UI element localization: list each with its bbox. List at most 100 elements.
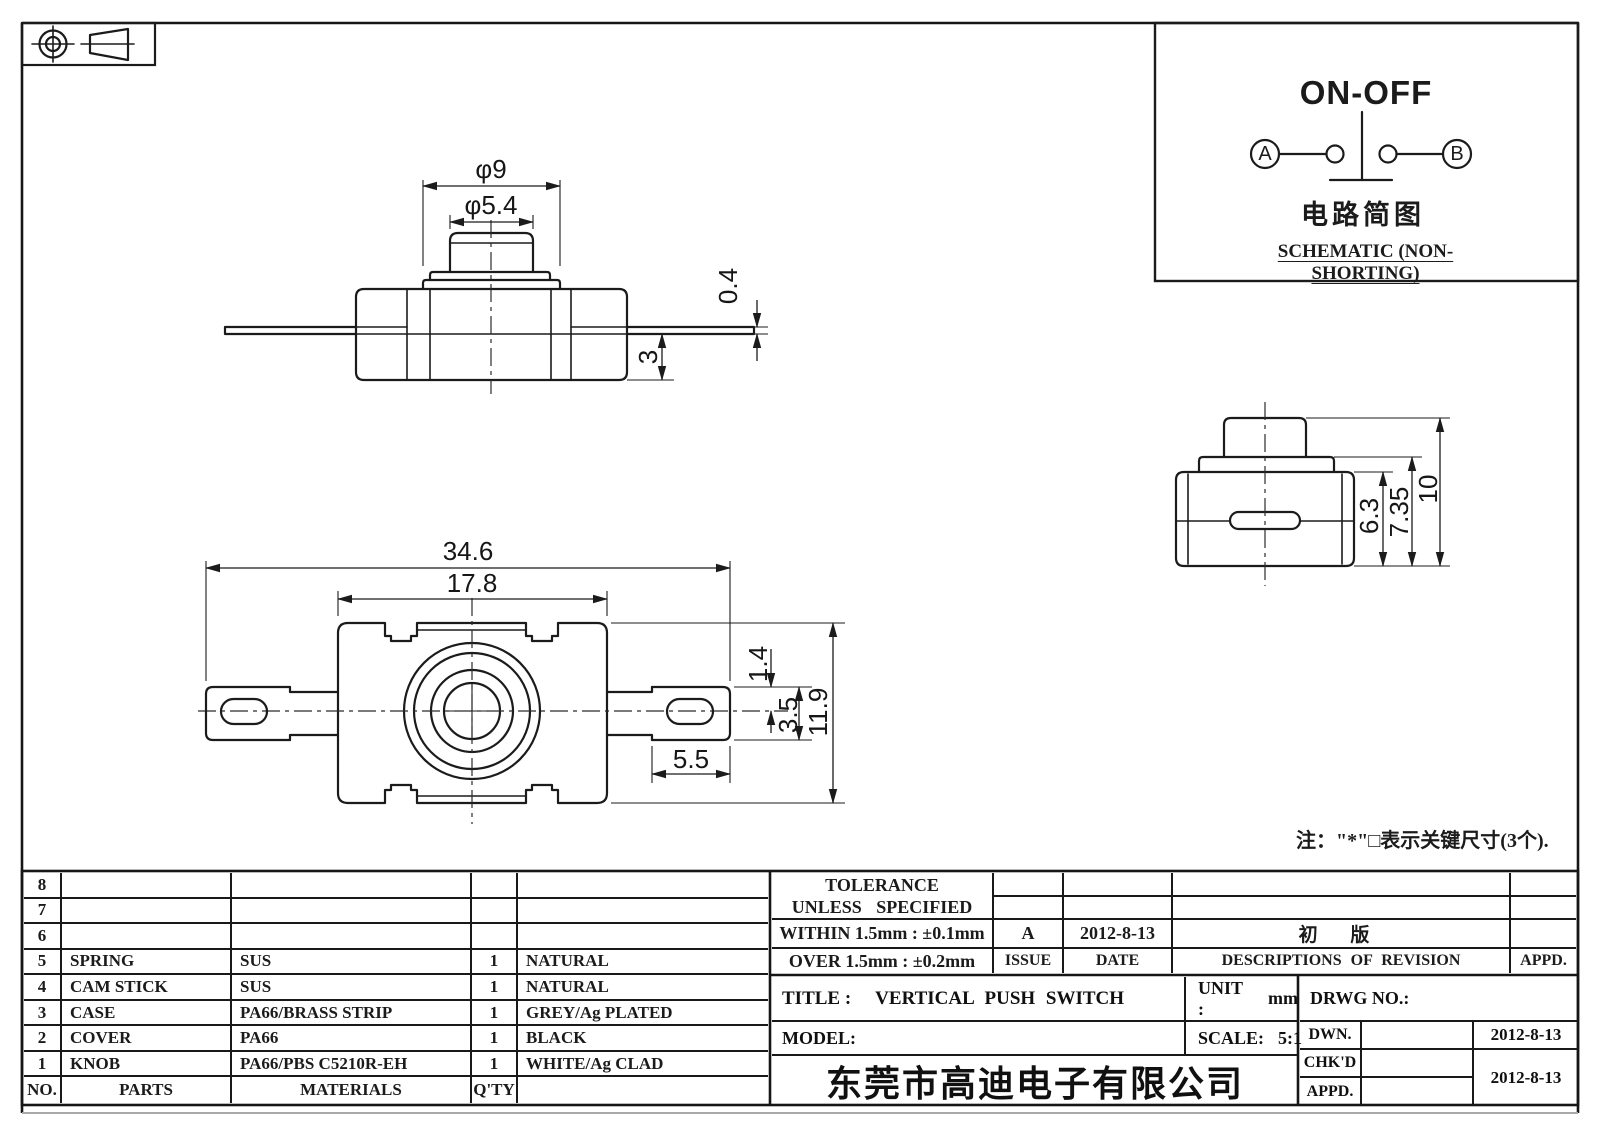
empty-cell bbox=[1173, 873, 1511, 897]
parts-row-no: 8 bbox=[24, 873, 62, 899]
parts-row-color bbox=[518, 899, 768, 925]
title-label: TITLE : bbox=[782, 987, 852, 1009]
front-view bbox=[223, 180, 768, 394]
schematic-title: ON-OFF bbox=[1299, 74, 1433, 111]
top-view bbox=[198, 561, 845, 824]
parts-row-qty bbox=[472, 873, 518, 899]
parts-row-color: NATURAL bbox=[518, 975, 768, 1001]
dim-top-5-5: 5.5 bbox=[672, 744, 710, 774]
parts-row-name: CASE bbox=[62, 1000, 232, 1027]
scale-cell: SCALE: 5:1 bbox=[1186, 1022, 1302, 1056]
parts-row-no: 2 bbox=[24, 1026, 62, 1052]
chkd-date: 2012-8-13 bbox=[1490, 1067, 1562, 1087]
parts-row-qty: 1 bbox=[472, 1051, 518, 1078]
parts-row-name: KNOB bbox=[62, 1051, 232, 1078]
company-name-text: 东莞市高迪电子有限公司 bbox=[825, 1063, 1244, 1105]
model-cell: MODEL: bbox=[772, 1022, 1186, 1056]
parts-row-qty: 1 bbox=[472, 1026, 518, 1052]
revision-issue-value: A bbox=[994, 920, 1064, 950]
parts-header-parts: PARTS bbox=[62, 1077, 232, 1103]
parts-row-no: 3 bbox=[24, 1000, 62, 1027]
parts-table: 8 7 6 5 SPRING SUS 1 NATURAL 4 CAM STICK… bbox=[24, 873, 768, 1103]
chkd-label-cell: CHK'D bbox=[1300, 1050, 1362, 1078]
parts-row-no: 6 bbox=[24, 924, 62, 950]
parts-row-qty bbox=[472, 924, 518, 950]
parts-header-color bbox=[518, 1077, 768, 1103]
drwg-no-label: DRWG NO.: bbox=[1310, 988, 1410, 1008]
parts-row-material: PA66/PBS C5210R-EH bbox=[232, 1051, 472, 1078]
projection-symbol-box bbox=[20, 21, 157, 67]
model-label: MODEL: bbox=[782, 1027, 856, 1048]
parts-row-name: COVER bbox=[62, 1026, 232, 1052]
parts-header-materials: MATERIALS bbox=[232, 1077, 472, 1103]
tolerance-revision-block: TOLERANCE UNLESS SPECIFIED WITHIN 1.5mm … bbox=[772, 873, 1576, 973]
empty-cell bbox=[1064, 896, 1173, 921]
unit-label: UNIT : bbox=[1198, 977, 1243, 1019]
parts-row-no: 7 bbox=[24, 898, 62, 925]
company-name: 东莞市高迪电子有限公司 bbox=[772, 1056, 1298, 1105]
parts-header-qty: Q'TY bbox=[472, 1077, 518, 1103]
parts-row-name bbox=[62, 873, 232, 899]
appd-label-cell: APPD. bbox=[1300, 1078, 1362, 1105]
scale-label: SCALE: bbox=[1198, 1027, 1265, 1048]
switch-circuit-icon bbox=[1249, 110, 1473, 182]
empty-cell bbox=[1511, 897, 1576, 921]
parts-row-material: PA66/BRASS STRIP bbox=[232, 1000, 472, 1027]
dim-top-1-4: 1.4 bbox=[743, 645, 773, 683]
parts-row-qty: 1 bbox=[472, 949, 518, 976]
dim-top-34-6: 34.6 bbox=[442, 536, 494, 566]
parts-row-color: GREY/Ag PLATED bbox=[518, 1001, 768, 1027]
parts-row-color bbox=[518, 873, 768, 899]
parts-row-color bbox=[518, 924, 768, 950]
unit-cell: UNIT : mm bbox=[1186, 977, 1298, 1022]
parts-row-name bbox=[62, 898, 232, 925]
chkd-date-cell: 2012-8-13 bbox=[1474, 1050, 1578, 1105]
parts-row-no: 5 bbox=[24, 949, 62, 976]
empty-cell bbox=[994, 873, 1064, 897]
revision-date-value: 2012-8-13 bbox=[1064, 920, 1173, 950]
empty-cell bbox=[1064, 873, 1173, 897]
first-angle-projection-icon bbox=[80, 27, 135, 62]
parts-row-material: SUS bbox=[232, 949, 472, 976]
parts-row-name: SPRING bbox=[62, 949, 232, 976]
revision-description-label: DESCRIPTIONS OF REVISION bbox=[1173, 949, 1511, 973]
parts-row-material: SUS bbox=[232, 975, 472, 1001]
chkd-signature-cell bbox=[1362, 1050, 1474, 1078]
dim-top-3-5: 3.5 bbox=[773, 696, 803, 734]
parts-row-color: BLACK bbox=[518, 1026, 768, 1052]
revision-appd-label: APPD. bbox=[1520, 952, 1567, 970]
empty-cell bbox=[994, 896, 1064, 921]
dwn-label: DWN. bbox=[1308, 1026, 1352, 1043]
unit-value: mm bbox=[1268, 988, 1298, 1008]
parts-header-no: NO. bbox=[24, 1077, 62, 1103]
chkd-label: CHK'D bbox=[1303, 1054, 1357, 1071]
dwn-date-cell: 2012-8-13 bbox=[1474, 1022, 1578, 1050]
dwn-label-cell: DWN. bbox=[1300, 1022, 1362, 1050]
terminal-a-label: A bbox=[1258, 143, 1272, 165]
dim-front-phi5-4: φ5.4 bbox=[464, 190, 518, 220]
side-view bbox=[1174, 402, 1450, 586]
dim-side-10: 10 bbox=[1413, 474, 1443, 504]
key-dimension-note: 注："*"□表示关键尺寸(3个). bbox=[1296, 830, 1549, 852]
tolerance-line1: TOLERANCE bbox=[825, 874, 939, 895]
schematic-caption-cn: 电路简图 bbox=[1301, 200, 1425, 231]
dim-top-11-9: 11.9 bbox=[803, 687, 833, 737]
parts-row-color: WHITE/Ag CLAD bbox=[518, 1052, 768, 1078]
terminal-b-label: B bbox=[1450, 143, 1464, 165]
parts-row-material bbox=[232, 924, 472, 950]
dim-front-phi9: φ9 bbox=[475, 154, 507, 184]
parts-row-qty bbox=[472, 898, 518, 925]
revision-description-value: 初 版 bbox=[1173, 920, 1511, 950]
dwn-signature-cell bbox=[1362, 1022, 1474, 1050]
datum-target-icon bbox=[31, 25, 75, 63]
appd-label: APPD. bbox=[1306, 1082, 1354, 1100]
dim-side-7-35: 7.35 bbox=[1384, 486, 1414, 538]
parts-row-qty: 1 bbox=[472, 975, 518, 1001]
parts-row-color: NATURAL bbox=[518, 950, 768, 976]
schematic-box bbox=[1153, 21, 1580, 283]
tolerance-header-cell: TOLERANCE UNLESS SPECIFIED bbox=[772, 873, 994, 921]
dim-front-3: 3 bbox=[633, 349, 663, 365]
scale-value: 5:1 bbox=[1278, 1027, 1303, 1048]
